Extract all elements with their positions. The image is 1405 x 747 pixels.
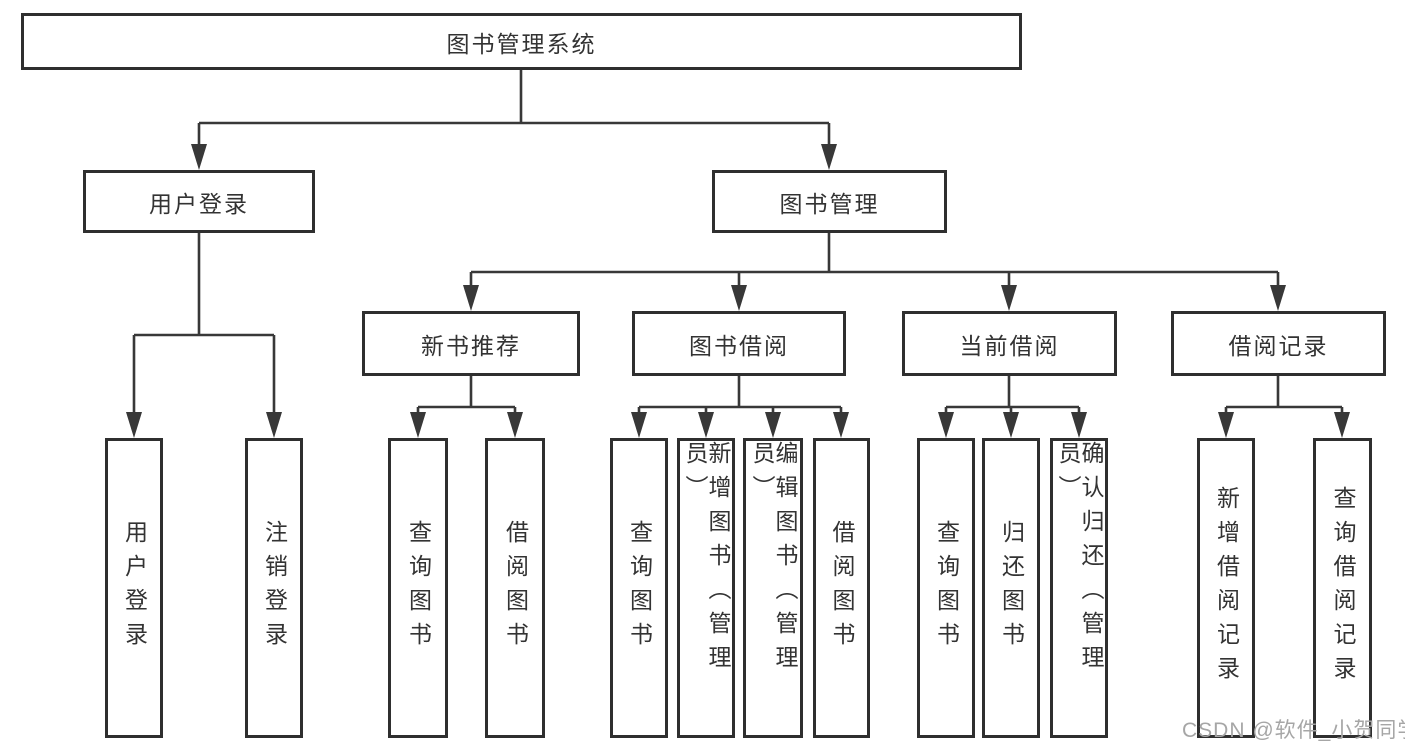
arrowhead-down-icon: [731, 285, 747, 311]
connector-book-borrow-to-leaves-lines: [637, 376, 843, 426]
arrowhead-down-icon: [1218, 412, 1234, 438]
leaf-bb-borrow-books: 借阅图书: [813, 438, 870, 738]
leaf-logout: 注销登录: [245, 438, 303, 738]
csdn-watermark: CSDN @软件_小贺同学: [1182, 719, 1405, 742]
arrowhead-down-icon: [463, 285, 479, 311]
arrowhead-down-icon: [938, 412, 954, 438]
arrowhead-down-icon: [410, 412, 426, 438]
leaf-cb-return-books: 归还图书: [982, 438, 1040, 738]
connector-root-to-level2: [191, 70, 837, 170]
leaf-br-query-record: 查询借阅记录: [1313, 438, 1372, 738]
connector-borrow-records-to-leaves: [1218, 376, 1350, 438]
arrowhead-down-icon: [765, 412, 781, 438]
connector-book-mgmt-to-level3-lines: [469, 233, 1280, 299]
leaf-cb-confirm-return: 确认归还（管理员）: [1050, 438, 1108, 738]
node-borrow-records: 借阅记录: [1171, 311, 1386, 376]
connector-root-to-level2-lines: [197, 70, 831, 158]
connector-new-book-rec-to-leaves: [410, 376, 523, 438]
node-user-login: 用户登录: [83, 170, 315, 233]
leaf-user-login: 用户登录: [105, 438, 163, 738]
arrowhead-down-icon: [1001, 285, 1017, 311]
arrowhead-down-icon: [821, 144, 837, 170]
leaf-cb-query-books: 查询图书: [917, 438, 975, 738]
connector-user-login-to-leaves: [126, 233, 282, 438]
leaf-bb-add-books: 新增图书（管理员）: [677, 438, 735, 738]
connector-user-login-to-leaves-lines: [132, 233, 276, 426]
leaf-bb-query-books: 查询图书: [610, 438, 668, 738]
arrowhead-down-icon: [191, 144, 207, 170]
connector-book-mgmt-to-level3: [463, 233, 1286, 311]
connector-borrow-records-to-leaves-lines: [1224, 376, 1344, 426]
connector-book-borrow-to-leaves: [631, 376, 849, 438]
arrowhead-down-icon: [698, 412, 714, 438]
node-new-book-rec: 新书推荐: [362, 311, 580, 376]
arrowhead-down-icon: [833, 412, 849, 438]
leaf-bb-edit-books: 编辑图书（管理员）: [743, 438, 803, 738]
leaf-nbr-query-books: 查询图书: [388, 438, 448, 738]
node-book-borrow: 图书借阅: [632, 311, 846, 376]
arrowhead-down-icon: [1003, 412, 1019, 438]
node-root: 图书管理系统: [21, 13, 1022, 70]
node-book-mgmt: 图书管理: [712, 170, 947, 233]
arrowhead-down-icon: [266, 412, 282, 438]
arrowhead-down-icon: [507, 412, 523, 438]
leaf-nbr-borrow-books: 借阅图书: [485, 438, 545, 738]
leaf-br-add-record: 新增借阅记录: [1197, 438, 1255, 738]
connector-current-borrow-to-leaves: [938, 376, 1087, 438]
arrowhead-down-icon: [126, 412, 142, 438]
arrowhead-down-icon: [1334, 412, 1350, 438]
arrowhead-down-icon: [1270, 285, 1286, 311]
node-current-borrow: 当前借阅: [902, 311, 1117, 376]
arrowhead-down-icon: [1071, 412, 1087, 438]
arrowhead-down-icon: [631, 412, 647, 438]
connector-new-book-rec-to-leaves-lines: [416, 376, 517, 426]
